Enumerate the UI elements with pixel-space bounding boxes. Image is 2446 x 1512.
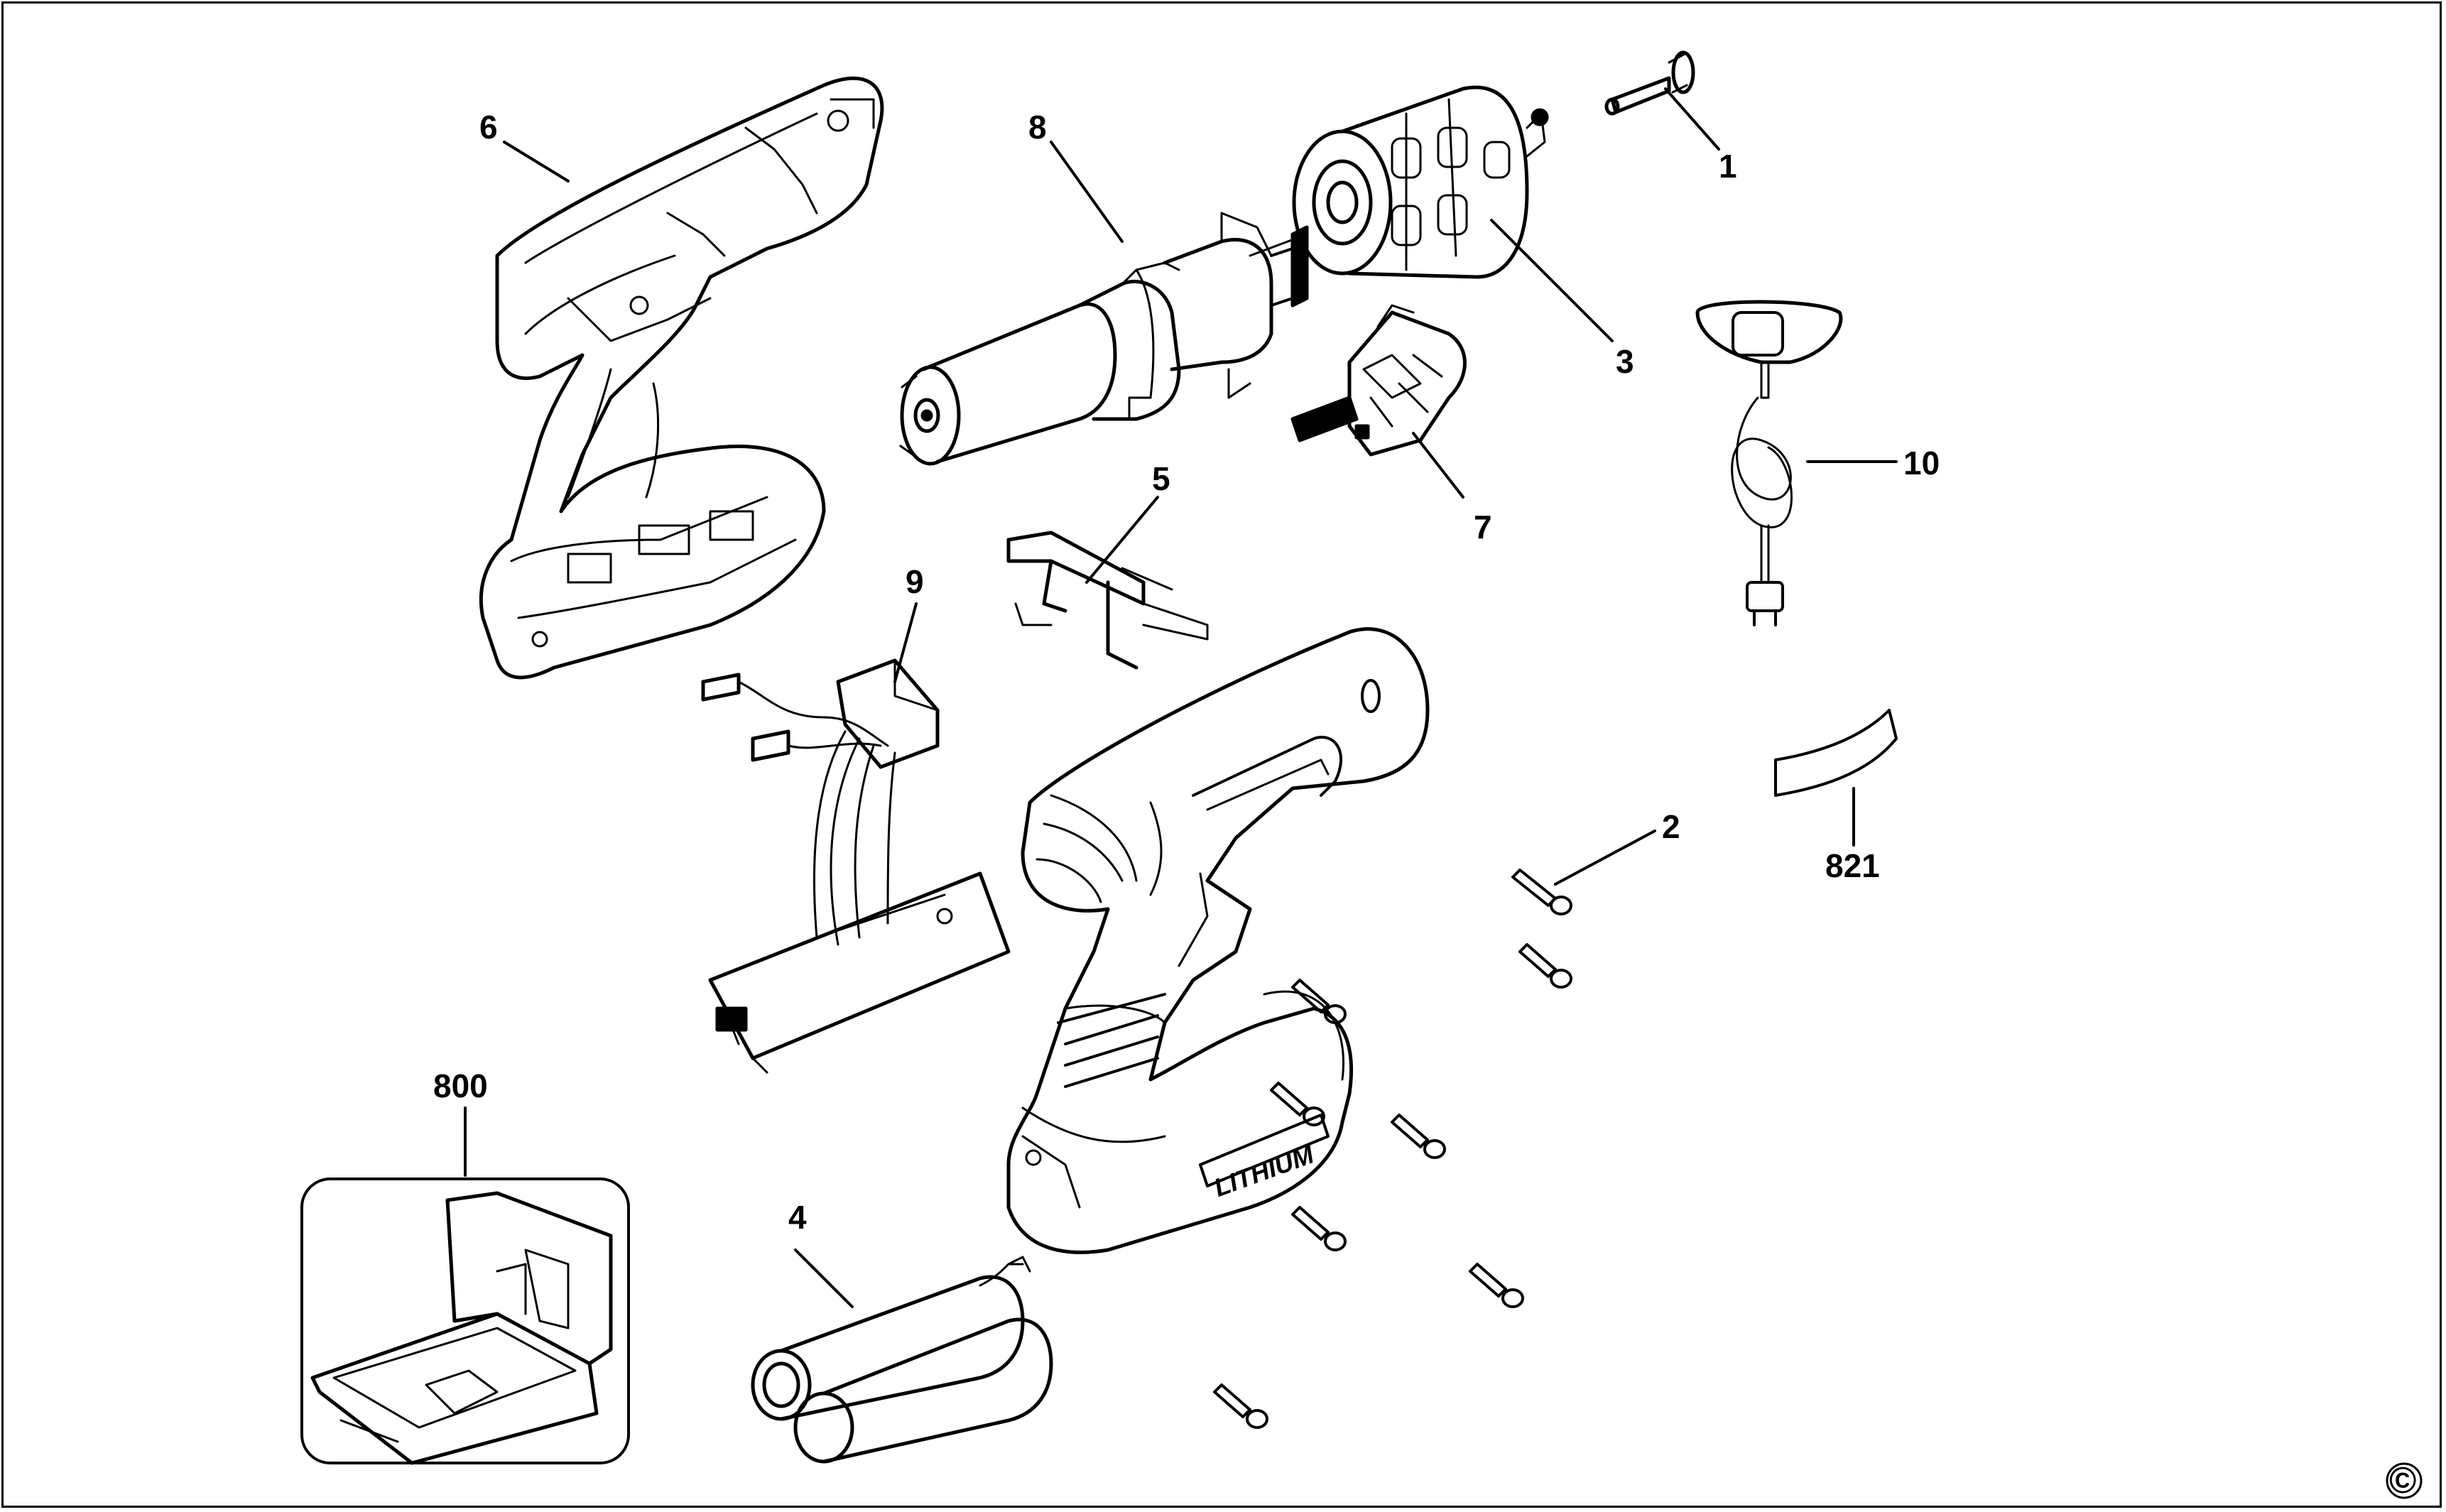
battery-branding-label: LITHIUM [1210,1139,1318,1202]
callout-821: 821 [1825,847,1880,884]
callout-800: 800 [433,1067,488,1104]
screw [1270,1082,1325,1126]
part-screws [1213,869,1572,1429]
part-housing-left-half [479,76,884,680]
screw [1518,943,1572,989]
callout-7: 7 [1474,508,1492,545]
part-charger [1695,300,1843,626]
copyright-circle [2386,1462,2423,1499]
part-carry-case [300,1177,630,1465]
callout-labels: 1 2 3 4 5 6 7 8 9 10 800 821 [433,109,1940,1236]
part-drill-body-right-housing [1006,627,1430,1254]
callout-5: 5 [1152,460,1170,497]
part-keyless-chuck [1292,85,1549,279]
part-battery-cells [751,1256,1053,1464]
screw [1511,869,1572,915]
callout-9: 9 [906,563,924,600]
part-direction-switch [1290,304,1467,457]
screw [1391,1114,1446,1159]
callout-3: 3 [1616,343,1634,380]
callout-1: 1 [1719,148,1737,185]
callout-2: 2 [1662,808,1680,845]
callout-4: 4 [788,1199,807,1236]
callout-6: 6 [479,109,498,146]
part-trigger-button [1006,531,1209,670]
callout-8: 8 [1028,109,1047,146]
part-switch-wiring-assembly [701,658,1011,1074]
screw [1291,979,1347,1024]
screw [1291,1206,1347,1251]
screw [1213,1383,1268,1429]
copyright-symbol: © [2389,1460,2416,1501]
part-motor-gearbox [899,212,1309,466]
callout-leader-lines [464,87,1898,1308]
screw [1469,1263,1524,1308]
callout-10: 10 [1903,445,1940,482]
part-label-821 [1774,709,1898,797]
